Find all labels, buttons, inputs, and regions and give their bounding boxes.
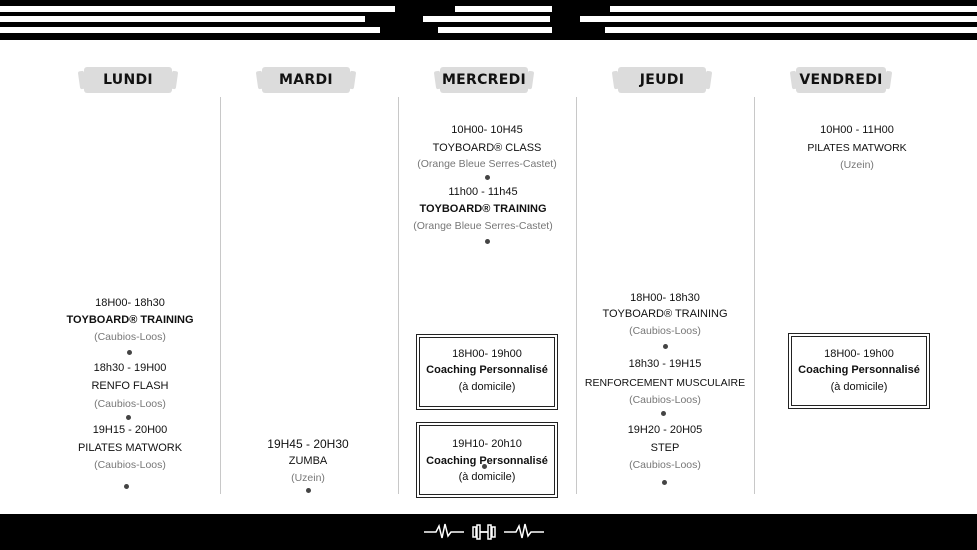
session-time: 18h30 - 19H00: [93, 362, 167, 374]
session-time: 19H15 - 20H00: [92, 424, 168, 436]
separator-dot: [124, 484, 129, 489]
session-time: 18H00- 18h30: [630, 292, 700, 304]
coaching-box: 18H00- 19h00 Coaching Personnalisé (à do…: [416, 334, 558, 410]
session-name: RENFO FLASH: [91, 380, 169, 392]
session-time: 18h30 - 19H15: [628, 358, 702, 370]
column-divider: [754, 97, 755, 494]
session-name: TOYBOARD® TRAINING: [602, 308, 728, 320]
separator-dot: [127, 350, 132, 355]
separator-dot: [306, 488, 311, 493]
coaching-box: 18H00- 19h00 Coaching Personnalisé (à do…: [788, 333, 930, 409]
session-location: (Caubios-Loos): [94, 331, 166, 343]
session-location: (Orange Bleue Serres-Castet): [413, 220, 553, 232]
session-time: 11h00 - 11h45: [448, 186, 518, 198]
day-header-lundi: LUNDI: [84, 67, 172, 93]
heartbeat-icon: [424, 523, 464, 539]
day-header-jeudi: JEUDI: [618, 67, 706, 93]
coaching-name: Coaching Personnalisé: [426, 364, 548, 376]
dumbbell-icon: [472, 524, 496, 540]
session-time: 10H00 - 11H00: [820, 124, 894, 136]
coaching-location: (à domicile): [458, 471, 516, 483]
separator-dot: [485, 175, 490, 180]
session-location: (Caubios-Loos): [629, 459, 701, 471]
coaching-name: Coaching Personnalisé: [798, 364, 920, 376]
separator-dot: [126, 415, 131, 420]
session-name: PILATES MATWORK: [807, 142, 907, 154]
session-location: (Caubios-Loos): [629, 394, 701, 406]
coaching-time: 19H10- 20h10: [452, 438, 522, 450]
top-banner: [0, 0, 977, 40]
session-time: 10H00- 10H45: [451, 124, 523, 136]
session-location: (Orange Bleue Serres-Castet): [417, 158, 557, 170]
session-location: (Caubios-Loos): [629, 325, 701, 337]
session-time: 18H00- 18h30: [95, 297, 165, 309]
bottom-bar: [0, 514, 977, 550]
session-name: TOYBOARD® CLASS: [432, 142, 542, 154]
separator-dot: [485, 239, 490, 244]
session-location: (Uzein): [840, 159, 874, 171]
coaching-location: (à domicile): [830, 381, 888, 393]
session-name: ZUMBA: [288, 455, 328, 467]
heartbeat-icon: [504, 523, 544, 539]
coaching-time: 18H00- 19h00: [452, 348, 522, 360]
day-header-vendredi: VENDREDI: [796, 67, 886, 93]
coaching-name: Coaching Personnalisé: [426, 455, 548, 467]
session-name: TOYBOARD® TRAINING: [66, 314, 194, 326]
day-header-mercredi: MERCREDI: [440, 67, 528, 93]
session-name: TOYBOARD® TRAINING: [419, 203, 547, 215]
session-name: RENFORCEMENT MUSCULAIRE: [584, 377, 746, 389]
day-header-mardi: MARDI: [262, 67, 350, 93]
session-name: STEP: [650, 442, 680, 454]
separator-dot: [661, 411, 666, 416]
column-divider: [576, 97, 577, 494]
separator-dot: [482, 464, 487, 469]
session-location: (Caubios-Loos): [94, 459, 166, 471]
session-location: (Uzein): [291, 472, 325, 484]
session-location: (Caubios-Loos): [94, 398, 166, 410]
coaching-location: (à domicile): [458, 381, 516, 393]
session-time: 19H20 - 20H05: [627, 424, 703, 436]
separator-dot: [663, 344, 668, 349]
coaching-box: 19H10- 20h10 Coaching Personnalisé (à do…: [416, 422, 558, 498]
column-divider: [398, 97, 399, 494]
column-divider: [220, 97, 221, 494]
session-time: 19H45 - 20H30: [267, 437, 349, 451]
coaching-time: 18H00- 19h00: [824, 348, 894, 360]
session-name: PILATES MATWORK: [77, 442, 183, 454]
separator-dot: [662, 480, 667, 485]
